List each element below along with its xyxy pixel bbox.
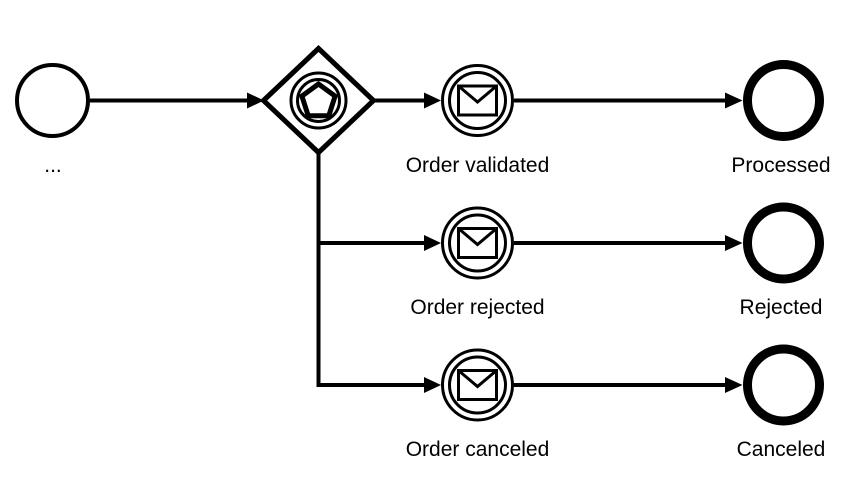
catch-event-label: Order canceled bbox=[406, 438, 550, 461]
gateway-diamond bbox=[259, 45, 378, 156]
arrowhead-icon bbox=[424, 377, 441, 393]
end-event-rejected: Rejected bbox=[740, 202, 824, 319]
catch-event-label: Order validated bbox=[406, 154, 550, 177]
arrowhead-icon bbox=[725, 92, 743, 109]
message-catch-event-rejected: Order rejected bbox=[410, 206, 545, 319]
event-based-gateway bbox=[259, 45, 378, 156]
start-event: ... bbox=[15, 63, 90, 177]
catch-event-inner-circle bbox=[448, 213, 507, 273]
end-event-circle bbox=[743, 344, 824, 426]
arrowhead-icon bbox=[725, 235, 743, 251]
catch-event-inner-circle bbox=[448, 355, 507, 415]
end-event-label: Processed bbox=[731, 154, 830, 177]
end-event-canceled: Canceled bbox=[737, 344, 826, 461]
sequence-flow-start-to-gateway bbox=[90, 92, 264, 109]
message-envelope-flap-icon bbox=[457, 84, 498, 104]
catch-event-label: Order rejected bbox=[410, 296, 544, 319]
message-envelope-flap-icon bbox=[457, 369, 498, 389]
flow-line bbox=[316, 152, 424, 387]
arrowhead-icon bbox=[725, 377, 743, 393]
gateway-inner-circle bbox=[296, 78, 341, 123]
arrowhead-icon bbox=[424, 92, 441, 109]
pentagon-icon bbox=[298, 80, 339, 119]
end-event-label: Canceled bbox=[737, 438, 826, 461]
start-event-circle bbox=[15, 63, 90, 138]
end-event-processed: Processed bbox=[731, 60, 831, 177]
end-event-label: Rejected bbox=[740, 296, 823, 319]
message-catch-event-validated: Order validated bbox=[406, 64, 550, 177]
start-event-label: ... bbox=[44, 154, 62, 177]
sequence-flow-canceled-to-end bbox=[514, 377, 743, 393]
message-catch-event-canceled: Order canceled bbox=[406, 348, 550, 461]
end-event-circle bbox=[743, 202, 824, 284]
sequence-flow-rejected-to-end bbox=[514, 235, 743, 251]
gateway-outer-circle bbox=[289, 71, 348, 130]
end-event-circle bbox=[743, 60, 824, 141]
sequence-flow-gateway-to-validated bbox=[373, 92, 441, 109]
arrowhead-icon bbox=[424, 235, 441, 251]
message-envelope-flap-icon bbox=[457, 227, 498, 247]
sequence-flow-gateway-to-rejected bbox=[316, 235, 441, 251]
arrowhead-icon bbox=[247, 92, 264, 109]
sequence-flow-validated-to-processed bbox=[514, 92, 743, 109]
catch-event-inner-circle bbox=[448, 71, 507, 130]
sequence-flow-gateway-to-canceled bbox=[316, 152, 441, 393]
